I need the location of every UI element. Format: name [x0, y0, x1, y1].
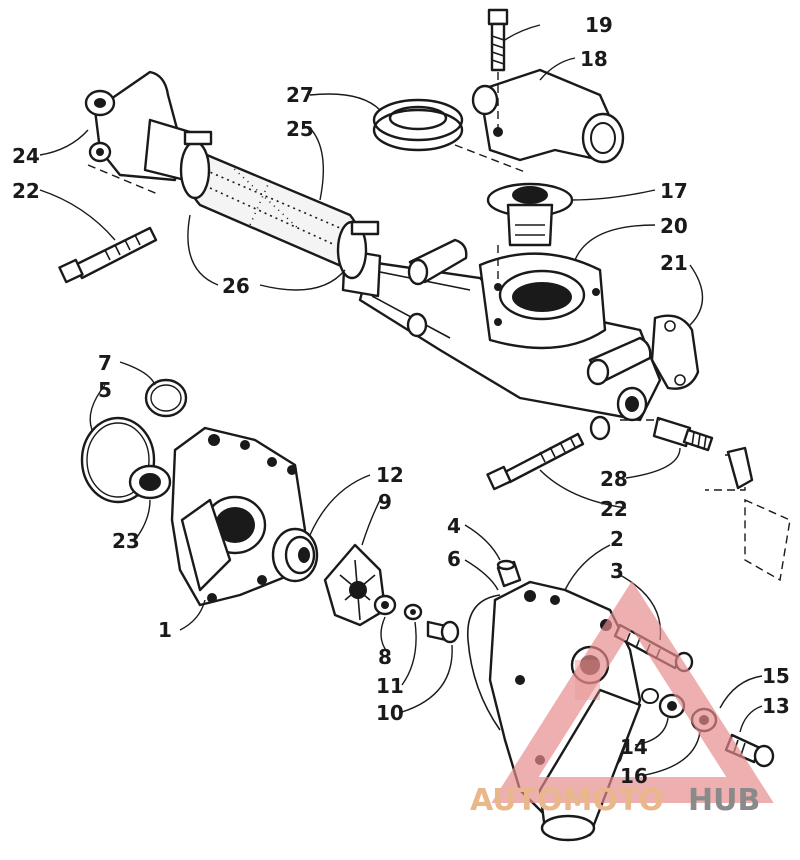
- o-ring-5: [80, 416, 156, 504]
- callout-5: 5: [98, 378, 112, 402]
- bolt-22-upper: [58, 226, 158, 284]
- callout-labels: 19 18 27 25 24 22 26 17 20 21 28 22 7 5 …: [12, 13, 790, 788]
- callout-27: 23: [112, 529, 140, 553]
- callout-25: 26: [222, 274, 250, 298]
- coolant-manifold: [341, 238, 662, 441]
- washer-8: [373, 594, 397, 616]
- alignment-lines: [87, 72, 660, 421]
- washer-11: [403, 603, 423, 621]
- callout-8: 8: [378, 645, 392, 669]
- callout-28: 28: [600, 467, 628, 491]
- outlet-elbow-18: [471, 68, 625, 164]
- thermostat-17: [486, 182, 574, 247]
- seal-ring-26: [372, 98, 464, 152]
- callout-24: 25: [286, 117, 314, 141]
- callout-1: 1: [158, 618, 172, 642]
- dowel-pin-4: [496, 559, 522, 588]
- callout-15: 15: [762, 664, 790, 688]
- watermark-logo: [491, 580, 774, 803]
- watermark-text-hub: HUB: [688, 783, 760, 818]
- callout-21: 21: [660, 251, 688, 275]
- callout-4: 4: [447, 514, 461, 538]
- callout-18: 18: [580, 47, 608, 71]
- callout-19: 19: [585, 13, 613, 37]
- hose-24: [186, 148, 363, 274]
- hose-clamps-25: [179, 130, 380, 280]
- callout-14: 14: [620, 735, 648, 759]
- callout-6: 6: [447, 547, 461, 571]
- callout-3: 3: [610, 559, 624, 583]
- callout-22-lower: 22: [600, 497, 628, 521]
- wire-lower-28: [744, 498, 791, 582]
- shaft-seal-12: [271, 527, 319, 583]
- callout-17: 17: [660, 179, 688, 203]
- leader-lines: [39, 24, 763, 776]
- callout-13: 13: [762, 694, 790, 718]
- callout-22-upper: 22: [12, 179, 40, 203]
- o-ring-7: [144, 378, 188, 418]
- callout-20: 20: [660, 214, 688, 238]
- callout-7: 7: [98, 351, 112, 375]
- callout-9: 9: [378, 490, 392, 514]
- seal-27: [128, 464, 172, 500]
- callout-23: 24: [12, 144, 40, 168]
- gasket-21: [650, 314, 700, 390]
- bolt-10: [426, 620, 460, 644]
- callout-2: 2: [610, 527, 624, 551]
- sensor-28: [652, 416, 714, 452]
- watermark-text-auto: AUTOMOTO: [470, 783, 664, 818]
- impeller-9: [323, 543, 387, 627]
- callout-16: 16: [620, 764, 648, 788]
- o-ring-6: [467, 594, 501, 731]
- callout-11: 11: [376, 674, 404, 698]
- connector-28: [726, 446, 754, 490]
- elbow-housing-23: [84, 70, 192, 182]
- bolt-19: [487, 8, 509, 72]
- o-ring-16: [641, 688, 659, 704]
- callout-10: 10: [376, 701, 404, 725]
- callout-12: 12: [376, 463, 404, 487]
- callout-26: 27: [286, 83, 314, 107]
- bolt-22-lower: [486, 432, 585, 491]
